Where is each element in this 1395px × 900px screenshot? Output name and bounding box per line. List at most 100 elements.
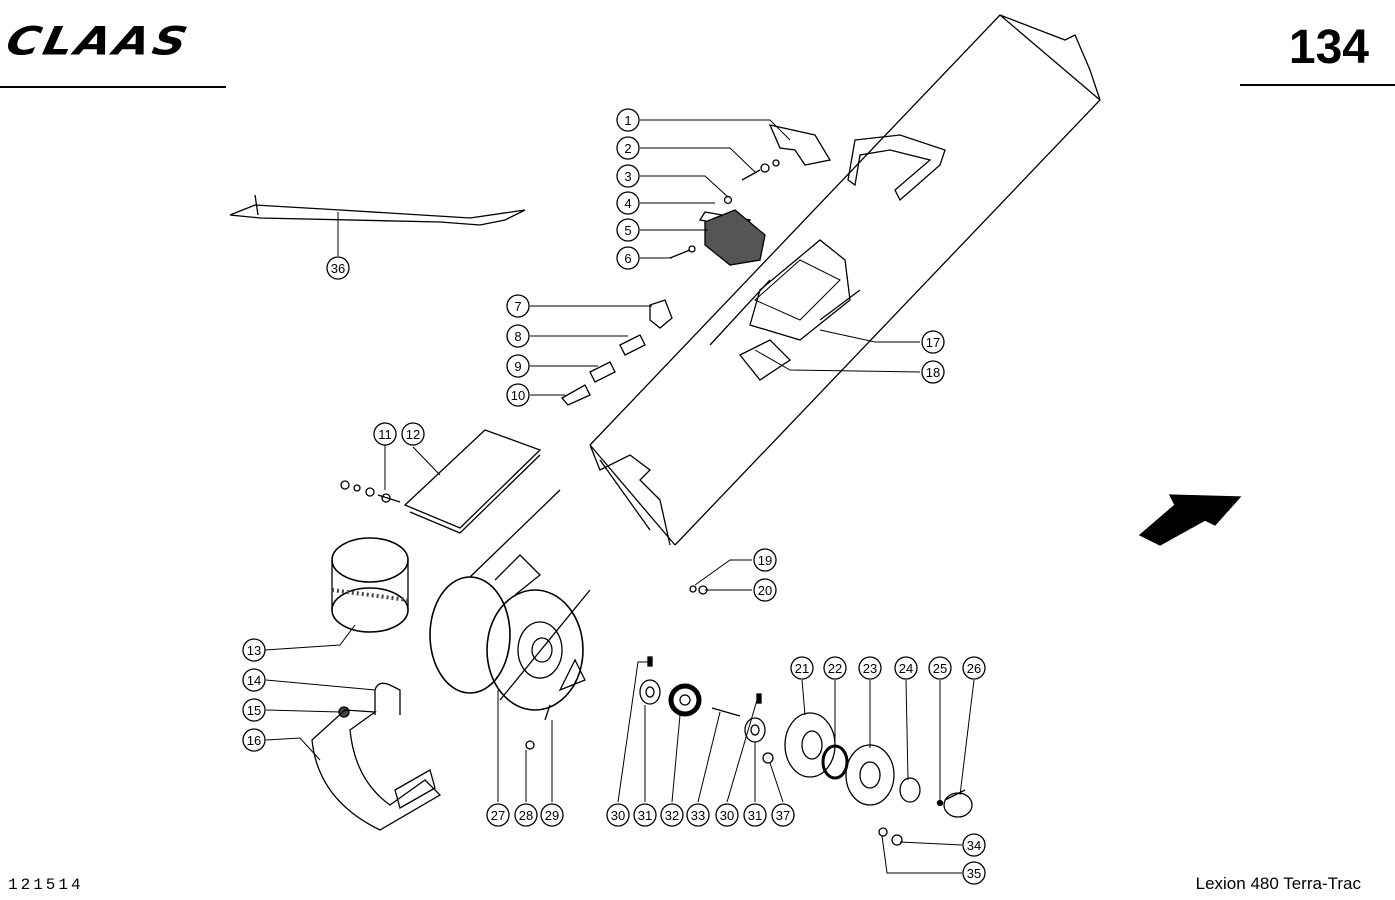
svg-text:9: 9 — [514, 359, 521, 374]
callout-10: 10 — [506, 383, 530, 407]
svg-text:13: 13 — [247, 643, 261, 658]
clip-part-10 — [560, 384, 591, 406]
screw-set-part-11 — [340, 480, 401, 503]
callout-35: 35 — [962, 861, 986, 885]
callout-21: 21 — [790, 656, 814, 680]
clip-part-9 — [589, 361, 616, 383]
svg-text:31: 31 — [638, 808, 652, 823]
svg-text:3: 3 — [624, 169, 631, 184]
svg-text:34: 34 — [967, 838, 981, 853]
callout-33: 33 — [686, 803, 710, 827]
callout-26: 26 — [962, 656, 986, 680]
seal-part-37 — [762, 752, 774, 764]
bolt-part-2 — [741, 159, 780, 181]
sprocket-part-32 — [668, 683, 702, 717]
svg-text:30: 30 — [720, 808, 734, 823]
svg-text:33: 33 — [691, 808, 705, 823]
document-number: 121514 — [8, 876, 84, 894]
svg-text:11: 11 — [378, 427, 392, 442]
svg-text:5: 5 — [624, 223, 631, 238]
callout-7: 7 — [506, 294, 530, 318]
callout-34: 34 — [962, 833, 986, 857]
clamp-part-16 — [311, 709, 442, 831]
svg-text:18: 18 — [926, 365, 940, 380]
svg-text:29: 29 — [545, 808, 559, 823]
nut-part-15 — [338, 706, 350, 718]
svg-text:23: 23 — [863, 661, 877, 676]
svg-text:10: 10 — [511, 388, 525, 403]
plate-part-5 — [704, 209, 766, 266]
belt-ring-part-13 — [331, 537, 409, 633]
svg-text:16: 16 — [247, 733, 261, 748]
svg-text:17: 17 — [926, 335, 940, 350]
callout-12: 12 — [401, 422, 425, 446]
callout-32: 32 — [660, 803, 684, 827]
svg-text:19: 19 — [758, 553, 772, 568]
svg-text:36: 36 — [331, 261, 345, 276]
cover-plate-part-12 — [403, 429, 542, 534]
cap-part-26 — [943, 789, 973, 818]
flange-part-21 — [784, 712, 836, 778]
svg-text:12: 12 — [406, 427, 420, 442]
svg-text:21: 21 — [795, 661, 809, 676]
callout-23: 23 — [858, 656, 882, 680]
callout-14: 14 — [242, 668, 266, 692]
direction-arrow-icon — [1138, 494, 1242, 546]
callout-36: 36 — [326, 256, 350, 280]
callout-27: 27 — [486, 803, 510, 827]
drive-housing-part-27 — [429, 489, 591, 711]
callout-28: 28 — [514, 803, 538, 827]
svg-text:4: 4 — [624, 196, 631, 211]
callout-8: 8 — [506, 324, 530, 348]
bearing-part-31a — [639, 679, 661, 705]
svg-text:14: 14 — [247, 673, 261, 688]
pin-part-25 — [936, 799, 944, 807]
nut-part-3 — [723, 195, 733, 205]
clip-part-8 — [619, 334, 646, 356]
svg-text:32: 32 — [665, 808, 679, 823]
callout-5: 5 — [616, 218, 640, 242]
svg-text:31: 31 — [748, 808, 762, 823]
washer-part-35 — [878, 827, 888, 837]
svg-text:15: 15 — [247, 703, 261, 718]
arm-part-36 — [229, 194, 526, 226]
shaft-part-33 — [711, 707, 741, 717]
svg-text:37: 37 — [776, 808, 790, 823]
main-beam-part-17 — [589, 14, 1101, 546]
callout-16: 16 — [242, 728, 266, 752]
svg-text:6: 6 — [624, 251, 631, 266]
callout-30a: 30 — [606, 803, 630, 827]
svg-text:1: 1 — [624, 113, 631, 128]
page-number: 134 — [1288, 21, 1369, 74]
leader-lines — [264, 119, 975, 874]
svg-text:24: 24 — [899, 661, 913, 676]
screw-part-29 — [544, 704, 551, 721]
pin-part-30a — [647, 656, 653, 667]
svg-text:7: 7 — [514, 299, 521, 314]
callout-31b: 31 — [743, 803, 767, 827]
flange-part-23 — [845, 744, 895, 806]
u-bolt-part-14 — [374, 682, 401, 715]
callout-18: 18 — [921, 360, 945, 384]
callout-37: 37 — [771, 803, 795, 827]
callout-11: 11 — [373, 422, 397, 446]
svg-text:28: 28 — [519, 808, 533, 823]
svg-text:30: 30 — [611, 808, 625, 823]
header-rule-left — [0, 86, 226, 88]
callout-31a: 31 — [633, 803, 657, 827]
svg-text:25: 25 — [933, 661, 947, 676]
callout-6: 6 — [616, 246, 640, 270]
callout-24: 24 — [894, 656, 918, 680]
machine-model: Lexion 480 Terra-Trac — [1195, 874, 1361, 893]
callout-9: 9 — [506, 354, 530, 378]
washer-part-19 — [689, 585, 697, 593]
washer-part-28 — [525, 740, 535, 750]
svg-text:2: 2 — [624, 141, 631, 156]
header-rule-right — [1240, 84, 1395, 86]
svg-text:22: 22 — [828, 661, 842, 676]
callout-30b: 30 — [715, 803, 739, 827]
callout-4: 4 — [616, 191, 640, 215]
callout-17: 17 — [921, 330, 945, 354]
